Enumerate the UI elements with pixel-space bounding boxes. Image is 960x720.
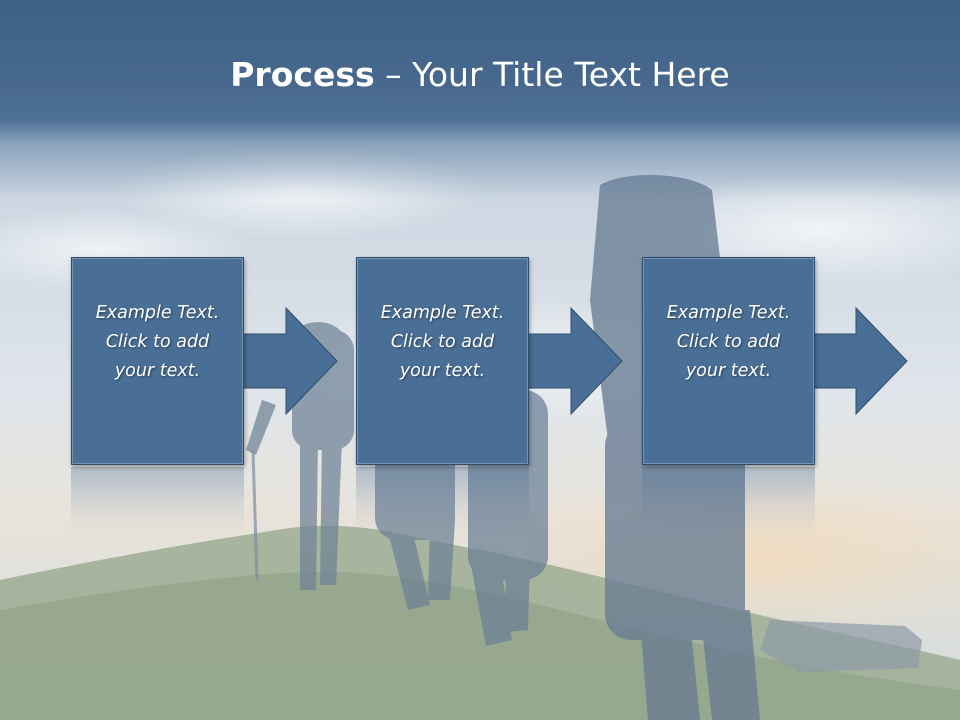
- slide-title[interactable]: Process – Your Title Text Here: [0, 52, 960, 98]
- step-1-box[interactable]: Example Text. Click to add your text.: [71, 257, 244, 465]
- step-2-reflection: [356, 467, 529, 537]
- right-arrow-icon: [806, 306, 908, 416]
- step-1-reflection: [71, 467, 244, 537]
- right-arrow-icon: [236, 306, 338, 416]
- step-2-box[interactable]: Example Text. Click to add your text.: [356, 257, 529, 465]
- step-2-text: Example Text. Click to add your text.: [380, 302, 505, 381]
- step-3-text: Example Text. Click to add your text.: [666, 302, 791, 381]
- right-arrow-icon: [521, 306, 623, 416]
- title-rest-text: – Your Title Text Here: [374, 55, 730, 94]
- header-band: [0, 0, 960, 200]
- step-3-reflection: [642, 467, 815, 537]
- step-1-text: Example Text. Click to add your text.: [95, 302, 220, 381]
- step-3-box[interactable]: Example Text. Click to add your text.: [642, 257, 815, 465]
- title-bold-text: Process: [230, 55, 375, 94]
